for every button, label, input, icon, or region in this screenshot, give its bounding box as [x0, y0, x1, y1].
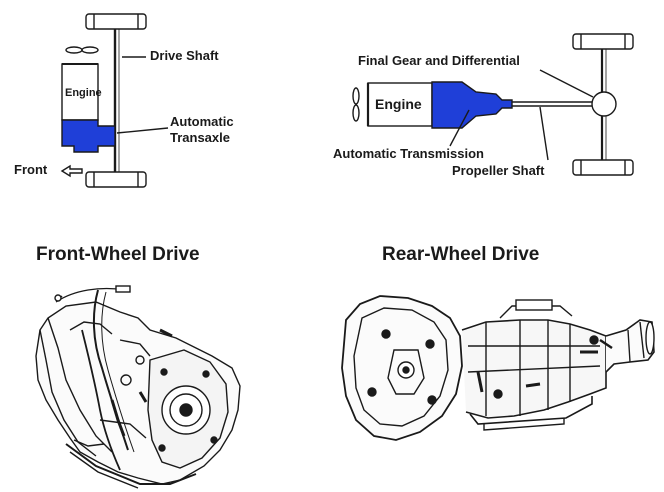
- front-wheel-drive-heading: Front-Wheel Drive: [36, 244, 200, 265]
- front-arrow-icon: [60, 164, 83, 178]
- transaxle-label-line2: Transaxle: [170, 130, 230, 145]
- rwd-engine-label: Engine: [375, 96, 422, 112]
- fwd-bottom-wheel: [85, 171, 147, 188]
- fwd-transaxle-block: [61, 119, 116, 153]
- rwd-schematic: [352, 33, 634, 176]
- front-label: Front: [14, 162, 48, 177]
- drive-shaft-label: Drive Shaft: [150, 48, 219, 63]
- fwd-engine-label: Engine: [65, 87, 102, 99]
- fwd-engine-block: [61, 63, 99, 121]
- automatic-transmission-label: Automatic Transmission: [333, 146, 484, 161]
- fwd-schematic: [60, 13, 169, 188]
- rwd-top-wheel: [572, 33, 634, 50]
- final-gear-label: Final Gear and Differential: [358, 53, 520, 68]
- fwd-fan-icon: [65, 46, 99, 54]
- fwd-top-wheel: [85, 13, 147, 30]
- rwd-differential: [591, 91, 617, 117]
- rwd-engine-block: [367, 82, 433, 127]
- rwd-bottom-wheel: [572, 159, 634, 176]
- rwd-transmission-block: [431, 81, 513, 129]
- transmission-illustration: [341, 295, 655, 441]
- rear-wheel-drive-heading: Rear-Wheel Drive: [382, 244, 540, 265]
- rwd-fan-icon: [352, 87, 360, 122]
- transaxle-label-line1: Automatic: [170, 114, 234, 129]
- transaxle-illustration: [35, 285, 241, 489]
- propeller-shaft-label: Propeller Shaft: [452, 163, 545, 178]
